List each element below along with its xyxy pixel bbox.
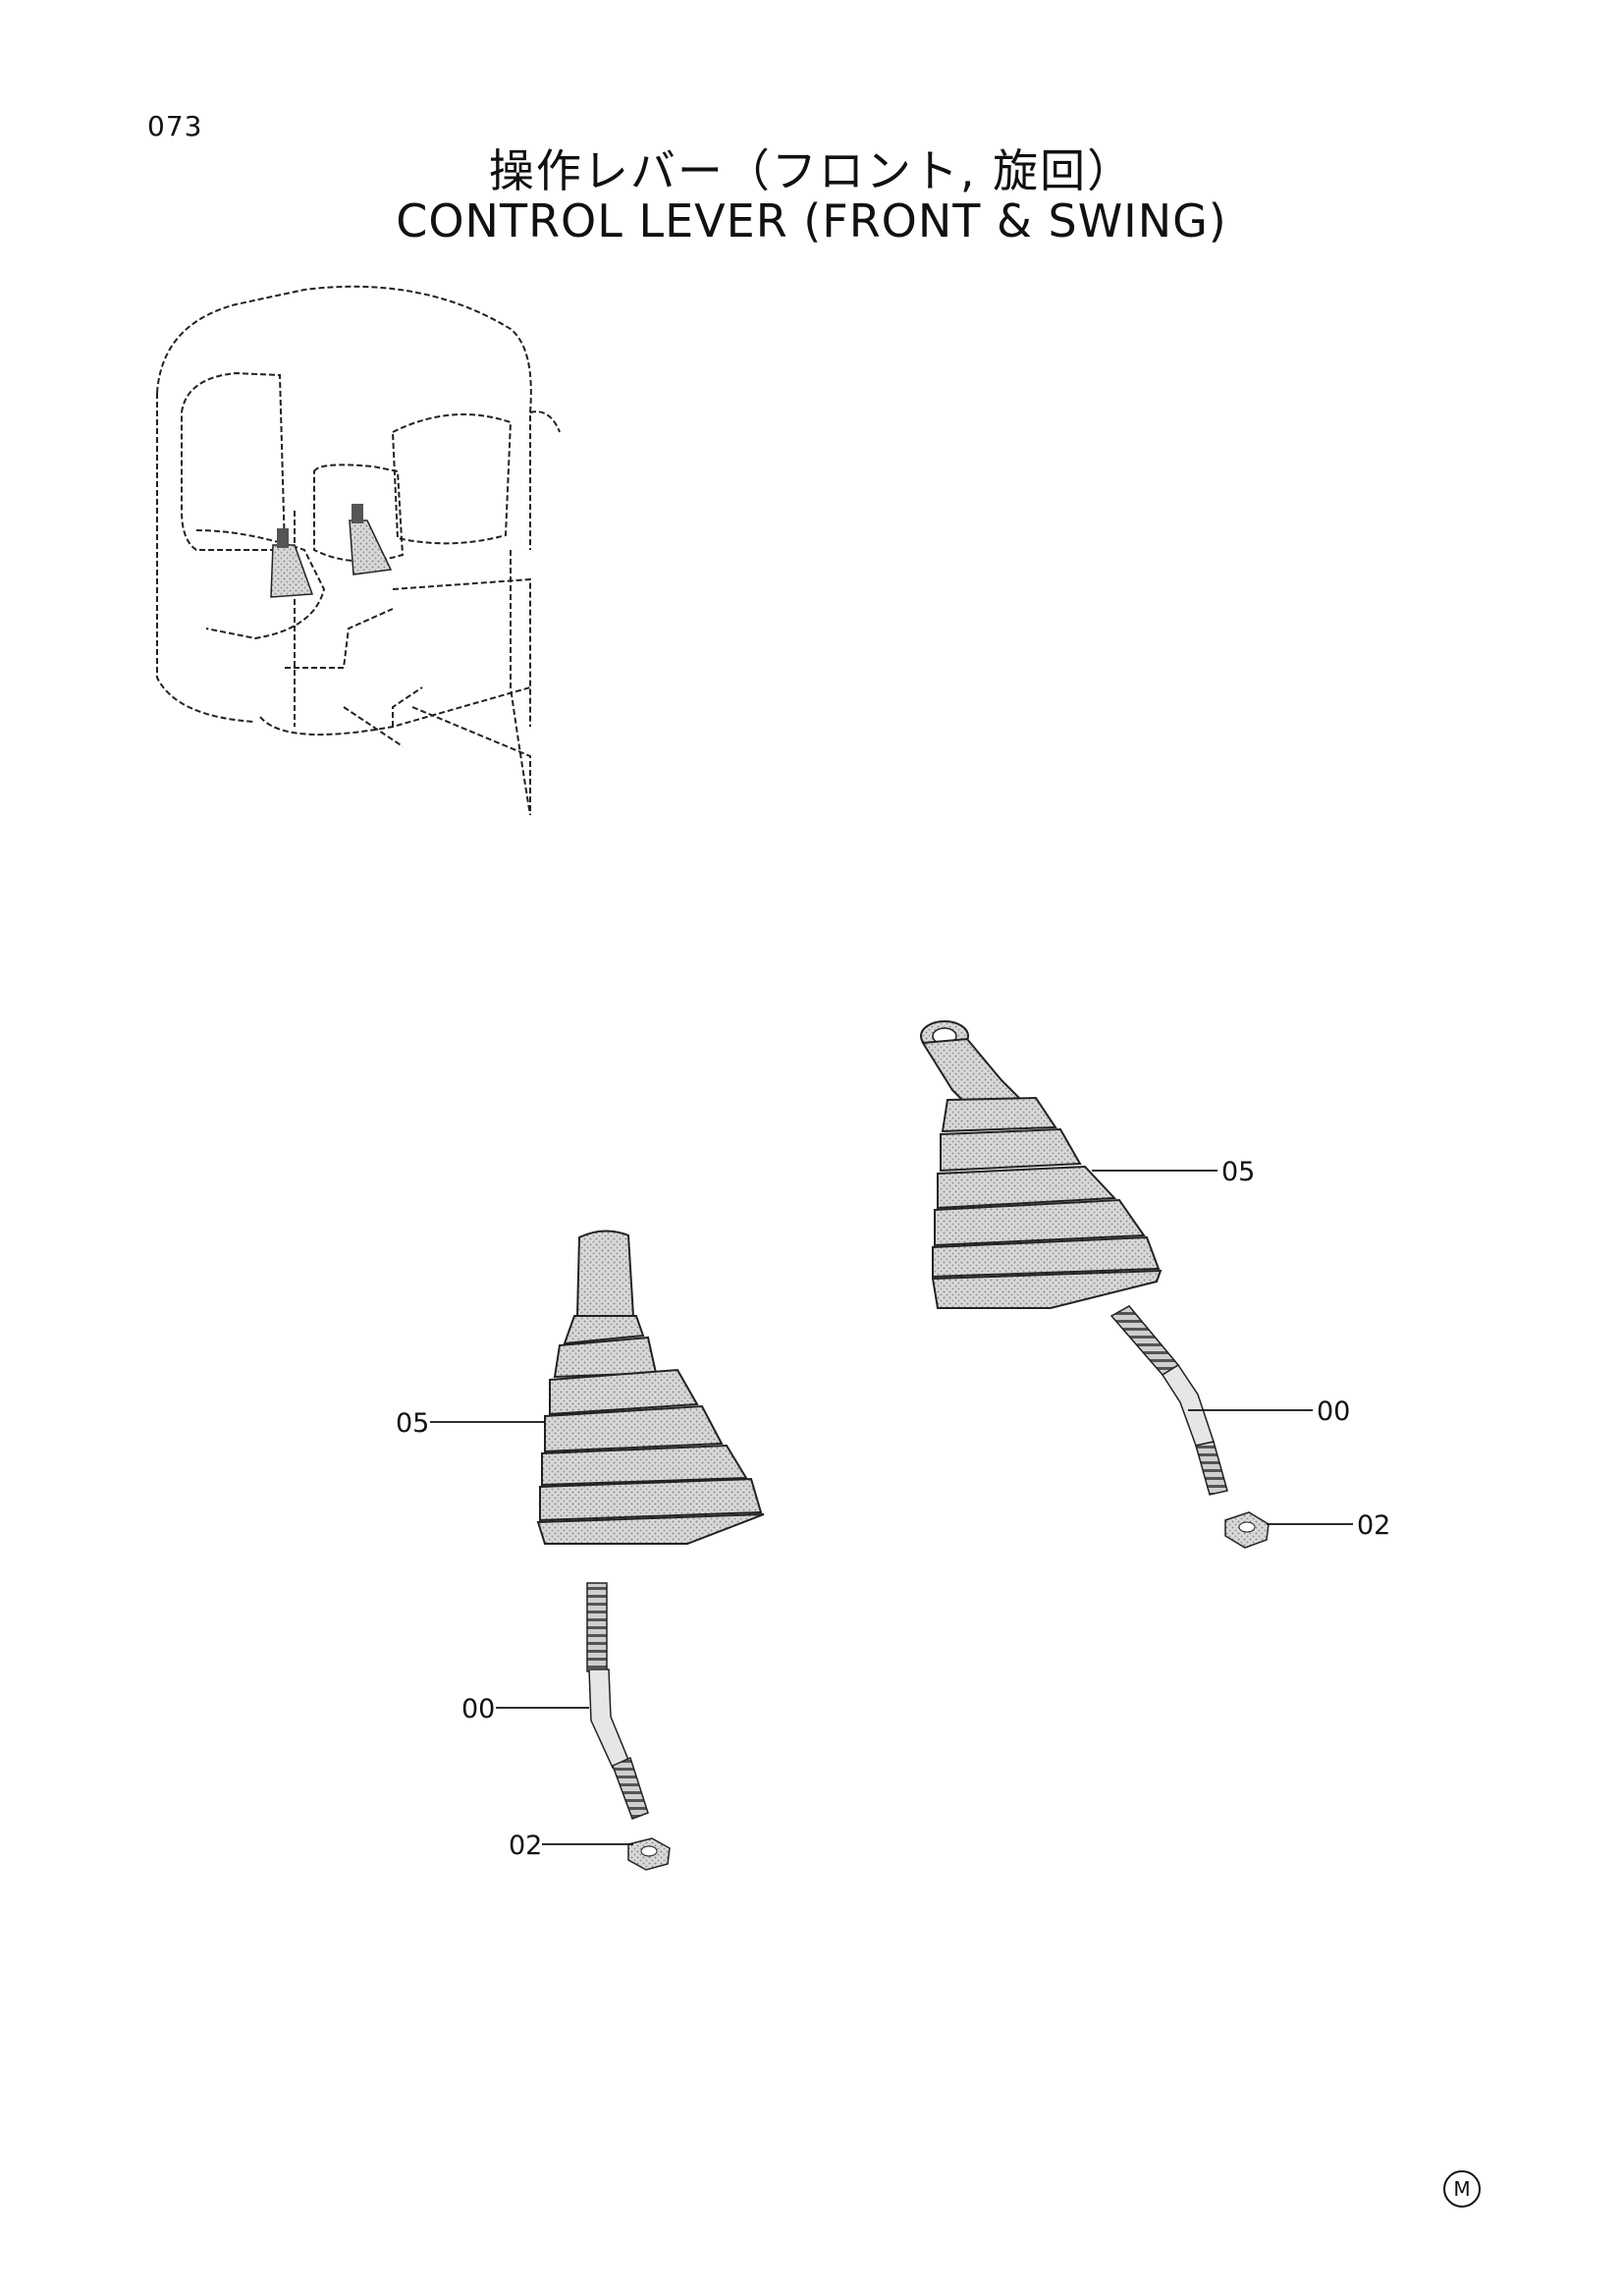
callout-left-lever: 00 (461, 1694, 495, 1724)
callout-left-nut: 02 (509, 1831, 542, 1861)
cab-overview (156, 285, 561, 816)
left-boot-part (536, 1230, 765, 1545)
callout-right-lever: 00 (1317, 1396, 1350, 1427)
cab-lever-left (270, 528, 314, 598)
cab-lever-right (349, 504, 393, 575)
right-lever-part (1109, 1305, 1228, 1496)
title-english: CONTROL LEVER (FRONT & SWING) (396, 194, 1227, 247)
right-boot-part (920, 1020, 1163, 1309)
left-lever-part (586, 1582, 649, 1820)
left-nut-part (627, 1837, 671, 1871)
callout-right-nut: 02 (1357, 1510, 1390, 1541)
callout-left-boot: 05 (396, 1408, 429, 1439)
callout-right-boot: 05 (1221, 1157, 1255, 1187)
page-number: 073 (147, 110, 203, 142)
right-nut-part (1224, 1511, 1270, 1549)
manufacturer-mark: M (1443, 2170, 1481, 2208)
title-japanese: 操作レバー（フロント, 旋回） (488, 144, 1135, 197)
